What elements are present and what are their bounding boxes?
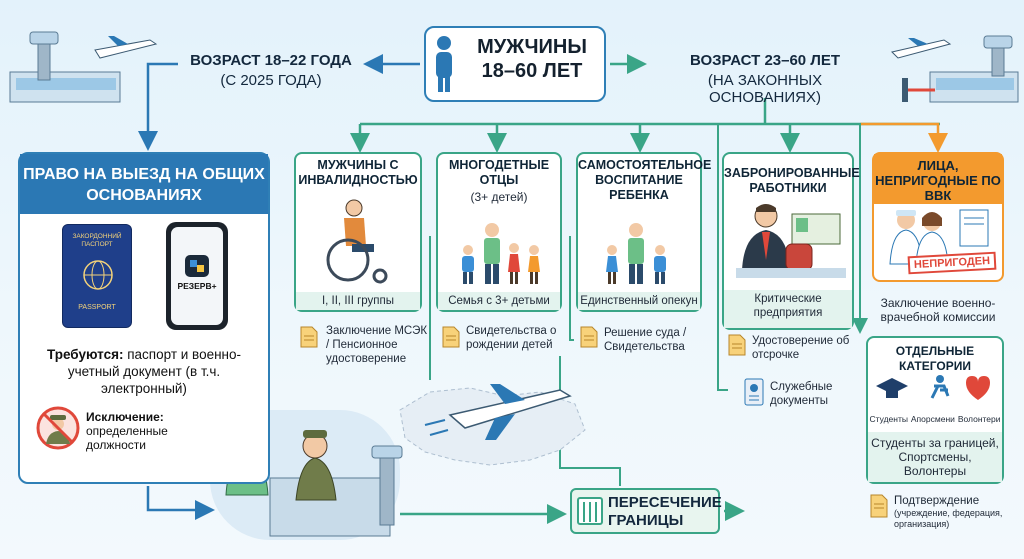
left-age-sub: (С 2025 ГОДА) — [220, 72, 322, 89]
card-large-family-doc: Свидетельства о рождении детей — [466, 325, 557, 351]
card-single-parent-title: САМОСТОЯТЕЛЬНОЕ ВОСПИТАНИЕ РЕБЕНКА — [578, 158, 712, 202]
card-single-parent-foot: Единственный опекун — [578, 292, 700, 310]
hub-title: МУЖЧИНЫ 18–60 ЛЕТ — [477, 36, 587, 82]
exception-label: Исключение: — [86, 410, 164, 424]
airplane-right-icon — [891, 38, 952, 59]
right-age-sub: (НА ЗАКОННЫХ ОСНОВАНИЯХ) — [707, 72, 823, 106]
airport-left-icon — [9, 31, 121, 103]
reserve-app-phone-icon: РЕЗЕРВ+ — [166, 222, 228, 330]
card-reserved-workers-title: ЗАБРОНИРОВАННЫЕ РАБОТНИКИ — [724, 166, 860, 195]
special-doc: Подтверждение (учреждение, федерация, ор… — [894, 494, 1022, 530]
general-exit-title: ПРАВО НА ВЫЕЗД НА ОБЩИХ ОСНОВАНИЯХ — [20, 154, 268, 214]
document-icon — [728, 334, 746, 356]
badge-document-icon — [744, 378, 764, 406]
category-icons — [876, 375, 990, 400]
app-name: РЕЗЕРВ+ — [177, 281, 217, 291]
card-disability-doc: Заключение МСЭК / Пенсионное удостоверен… — [326, 325, 428, 365]
man-icon — [436, 36, 452, 92]
card-reserved-workers-foot: Критические предприятия — [724, 290, 852, 328]
hub-box — [424, 26, 606, 102]
card-large-family-sub: (3+ детей) — [470, 190, 528, 204]
card-large-family-title: МНОГОДЕТНЫЕ ОТЦЫ — [448, 158, 550, 187]
card-unfit-foot: Заключение военно-врачебной комиссии — [880, 296, 996, 324]
card-single-parent-doc: Решение суда / Свидетельства — [604, 327, 687, 353]
passport-icon: ЗАКОРДОННИЙ ПАСПОРТ PASSPORT — [62, 224, 132, 328]
runner-icon — [930, 375, 950, 399]
special-labels: Студенты Апорсмени Волонтери — [868, 414, 1002, 424]
required-value: паспорт и военно-учетный документ (в т.ч… — [67, 347, 242, 396]
app-logo-icon — [185, 255, 209, 277]
card-disability-title: МУЖЧИНЫ С ИНВАЛИДНОСТЬЮ — [298, 158, 418, 187]
special-doc-title: Подтверждение — [894, 495, 980, 507]
required-label: Требуются: — [46, 347, 124, 362]
heart-icon — [966, 376, 990, 400]
airplane-left-icon — [94, 36, 158, 59]
graduation-cap-icon — [876, 378, 908, 398]
card-reserved-workers-doc2: Служебные документы — [770, 381, 833, 407]
right-age-title: ВОЗРАСТ 23–60 ЛЕТ — [689, 52, 841, 69]
special-title: ОТДЕЛЬНЫЕ КАТЕГОРИИ — [895, 344, 975, 373]
card-disability-foot: I, II, III группы — [296, 292, 420, 310]
passport-cover-text: ЗАКОРДОННИЙ ПАСПОРТ — [72, 233, 122, 248]
document-icon — [300, 326, 318, 348]
card-large-family — [436, 152, 562, 312]
exception-text: Исключение: определенные должности — [86, 410, 206, 452]
label-students: Студенты — [869, 414, 908, 424]
exception-value: определенные должности — [86, 424, 168, 452]
card-unfit-title: ЛИЦА, НЕПРИГОДНЫЕ ПО ВВК — [875, 158, 1001, 203]
no-officer-icon — [36, 406, 80, 450]
card-large-family-foot: Семья с 3+ детьми — [438, 292, 560, 310]
border-crossing-title: ПЕРЕСЕЧЕНИЕ ГРАНИЦЫ — [608, 494, 722, 529]
special-foot: Студенты за границей, Спортсмены, Волонт… — [868, 432, 1002, 482]
card-unfit-header-bg — [874, 154, 1002, 204]
document-icon — [580, 326, 598, 348]
wheelchair-man-icon — [326, 199, 388, 284]
globe-icon — [83, 260, 113, 290]
document-icon — [870, 494, 888, 518]
single-parent-icon — [606, 223, 666, 284]
document-icon — [442, 326, 460, 348]
required-docs-text: Требуются: паспорт и военно-учетный доку… — [26, 346, 262, 397]
label-volunteers: Волонтери — [957, 414, 1001, 424]
left-age-title: ВОЗРАСТ 18–22 ГОДА — [190, 52, 352, 69]
business-man-stamp-icon — [736, 204, 846, 278]
passport-label: PASSPORT — [78, 304, 116, 311]
special-doc-sub: (учреждение, федерация, организация) — [894, 508, 1003, 529]
card-reserved-workers-doc: Удостоверение об отсрочке — [752, 335, 850, 361]
airport-right-icon — [902, 35, 1019, 103]
label-athletes: Апорсмени — [910, 414, 955, 424]
airplane-center-icon — [424, 384, 572, 440]
border-gate-icon — [577, 497, 603, 525]
father-children-icon — [462, 223, 540, 284]
